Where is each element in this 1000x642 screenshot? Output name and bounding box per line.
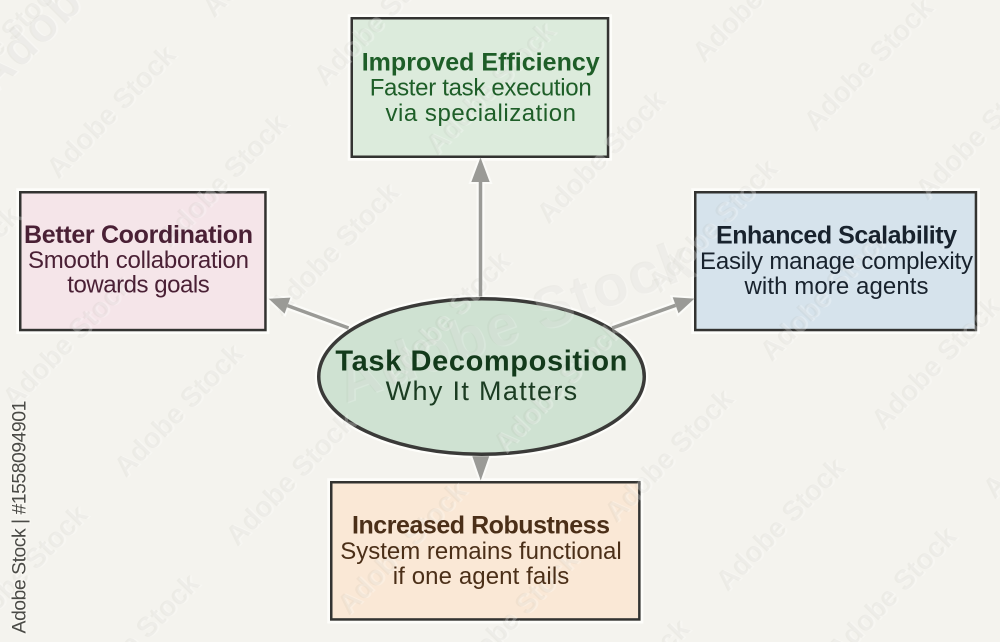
svg-text:via specialization: via specialization xyxy=(385,100,576,127)
svg-text:if one agent fails: if one agent fails xyxy=(393,563,570,590)
svg-text:Why It Matters: Why It Matters xyxy=(386,376,578,406)
svg-text:Improved Efficiency: Improved Efficiency xyxy=(362,49,600,77)
svg-text:Faster task execution: Faster task execution xyxy=(370,75,592,102)
svg-text:Better Coordination: Better Coordination xyxy=(24,221,253,249)
svg-text:Smooth collaboration: Smooth collaboration xyxy=(28,247,249,274)
svg-text:Adobe Stock | #1558094901: Adobe Stock | #1558094901 xyxy=(9,401,31,634)
svg-text:Enhanced Scalability: Enhanced Scalability xyxy=(716,222,957,250)
svg-text:Task Decomposition: Task Decomposition xyxy=(335,346,627,378)
svg-text:Easily manage complexity: Easily manage complexity xyxy=(700,248,973,275)
svg-text:towards goals: towards goals xyxy=(67,271,210,298)
svg-text:with more agents: with more agents xyxy=(744,273,929,300)
svg-text:Increased Robustness: Increased Robustness xyxy=(352,512,610,540)
svg-text:System remains functional: System remains functional xyxy=(340,538,622,565)
